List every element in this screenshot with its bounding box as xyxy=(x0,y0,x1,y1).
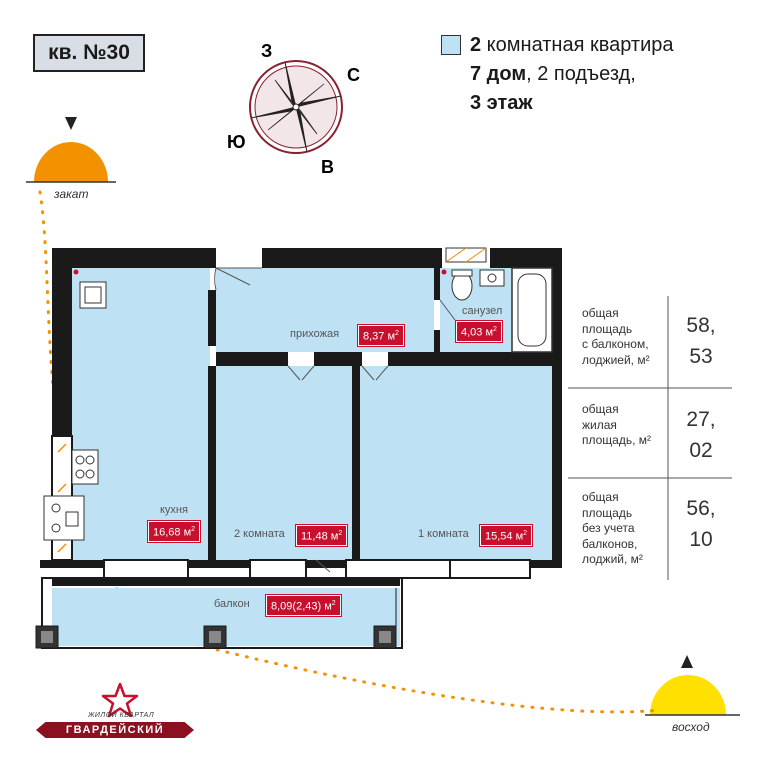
room2-area-unit: 2 xyxy=(338,530,343,537)
hallway-label: прихожая xyxy=(290,328,340,340)
room2-area-tag: 11,48 м2 xyxy=(294,524,349,547)
room2-label: 2 комната xyxy=(234,528,285,540)
stat-label-line: общая xyxy=(582,402,619,416)
stat-living-area-value: 27, 02 xyxy=(670,404,732,466)
star-logo-icon xyxy=(101,682,139,718)
apartment-type-text: комнатная квартира xyxy=(481,34,674,56)
sunrise-sun-icon xyxy=(645,655,740,716)
balcony-area-unit: 2 xyxy=(331,600,336,607)
bathroom-area-unit: 2 xyxy=(493,326,497,333)
floor-info: 3 этаж xyxy=(470,91,533,115)
kitchen-area-tag: 16,68 м2 xyxy=(146,520,202,543)
kitchen-area-unit: 2 xyxy=(191,526,196,533)
room1-area-unit: 2 xyxy=(523,530,528,537)
stat-label-line: балконов, xyxy=(582,536,638,551)
compass-rose-icon: З С В Ю xyxy=(227,41,360,177)
stat-label-line: с балконом, xyxy=(582,337,649,351)
legend-color-square xyxy=(441,35,461,55)
bathroom-area-tag: 4,03 м2 xyxy=(455,320,503,343)
room1-area-tag: 15,54 м2 xyxy=(478,524,534,547)
stat-value-line: 02 xyxy=(689,439,713,462)
compass-west: Ю xyxy=(227,132,246,152)
entrance-text: , 2 подъезд, xyxy=(526,63,636,85)
brand-subtitle: ЖИЛОЙ КВАРТАЛ xyxy=(88,712,155,719)
compass-south: В xyxy=(321,157,334,177)
balcony-label: балкон xyxy=(214,598,250,610)
stat-label-line: общая xyxy=(582,306,619,320)
balcony-area: 8,09(2,43) м xyxy=(271,600,332,613)
compass-east: С xyxy=(347,65,360,85)
sunset-sun-icon xyxy=(26,117,116,183)
sunrise-label: восход xyxy=(672,720,710,734)
brand-name: ГВАРДЕЙСКИЙ xyxy=(65,724,165,736)
stat-living-area-label: общая жилая площадь, м² xyxy=(582,402,651,449)
sunset-label: закат xyxy=(54,187,89,201)
stats-table-lines xyxy=(568,296,732,580)
stat-value-line: 27, xyxy=(686,408,716,431)
stat-label-line: площадь xyxy=(582,505,633,520)
stat-label-line: общая xyxy=(582,490,619,504)
bathroom-area: 4,03 м xyxy=(461,326,494,339)
floor-number: 3 этаж xyxy=(470,92,533,114)
kitchen-area: 16,68 м xyxy=(153,526,192,539)
stat-total-without-balcony-label: общая площадь без учета балконов, лоджий… xyxy=(582,490,643,568)
hallway-area: 8,37 м xyxy=(363,330,396,343)
stat-total-with-balcony-label: общая площадь с балконом, лоджией, м² xyxy=(582,306,650,368)
stat-label-line: без учета xyxy=(582,521,635,535)
stat-value-line: 10 xyxy=(689,528,713,551)
stat-label-line: лоджий, м² xyxy=(582,552,643,566)
house-entrance: 7 дом, 2 подъезд, xyxy=(470,62,636,86)
stat-label-line: площадь, м² xyxy=(582,433,652,447)
stat-total-without-balcony-value: 56, 10 xyxy=(670,493,732,555)
stat-total-with-balcony-value: 58, 53 xyxy=(670,310,732,372)
rooms-count: 2 xyxy=(470,34,482,56)
kitchen-label: кухня xyxy=(160,504,188,516)
room1-label: 1 комната xyxy=(418,528,469,540)
stat-value-line: 56, xyxy=(686,497,716,520)
apartment-type: 2 комнатная квартира xyxy=(470,33,674,57)
apartment-number-badge: кв. №30 xyxy=(33,34,145,72)
room2-area: 11,48 м xyxy=(301,530,339,543)
stat-value-line: 58, xyxy=(686,314,716,337)
compass-north: З xyxy=(261,41,272,61)
house-number: 7 дом xyxy=(470,63,527,85)
hallway-area-tag: 8,37 м2 xyxy=(357,324,405,347)
balcony-area-tag: 8,09(2,43) м2 xyxy=(265,594,342,617)
stat-label-line: площадь xyxy=(582,321,633,336)
brand-name-banner: ГВАРДЕЙСКИЙ xyxy=(36,722,194,738)
stat-label-line: жилая xyxy=(582,417,617,432)
apartment-number: кв. №30 xyxy=(48,41,130,64)
hallway-area-unit: 2 xyxy=(395,330,399,337)
stat-label-line: лоджией, м² xyxy=(582,352,650,367)
bathroom-label: санузел xyxy=(462,305,503,317)
stat-value-line: 53 xyxy=(689,345,713,368)
room1-area: 15,54 м xyxy=(485,530,524,543)
